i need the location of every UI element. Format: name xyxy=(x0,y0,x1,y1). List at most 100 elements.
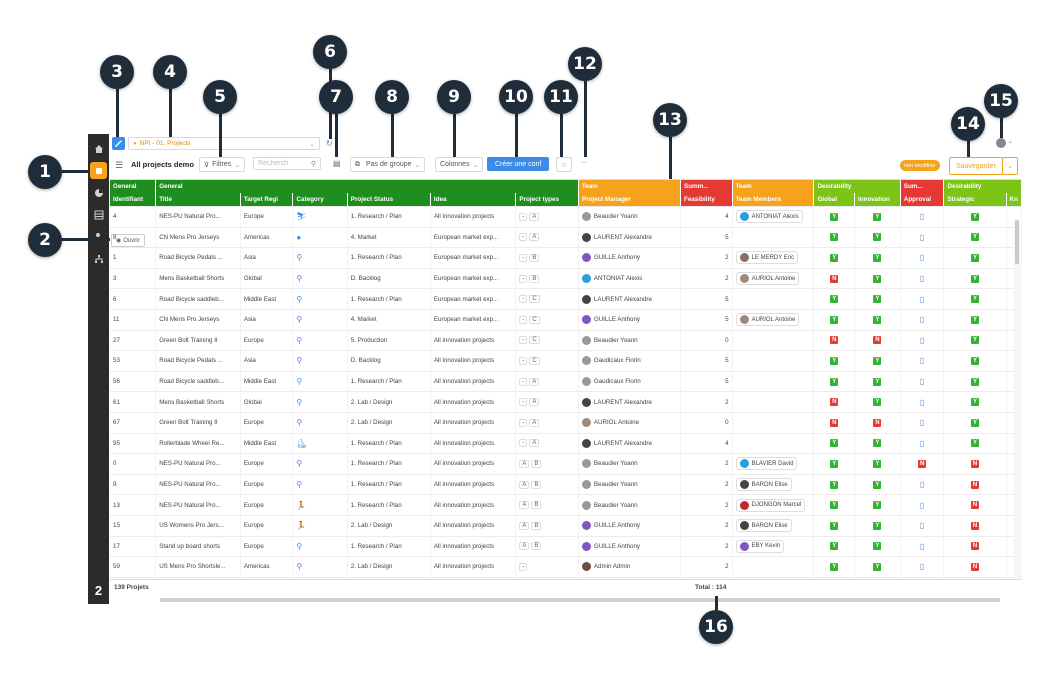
cell-target-region[interactable]: Europe xyxy=(240,330,294,352)
cell-idea[interactable]: All innovation projects xyxy=(430,350,517,372)
cell-feasibility[interactable]: 5 xyxy=(680,371,733,393)
column-header[interactable]: Project types xyxy=(515,193,579,207)
cell-project-status[interactable]: 1. Research / Plan xyxy=(347,247,431,269)
cell-identifiant[interactable]: 8 xyxy=(110,227,157,249)
star-icon[interactable]: ☆ xyxy=(556,157,572,172)
cell-strategic[interactable]: N xyxy=(943,577,1007,580)
cell-strategic[interactable]: Y xyxy=(943,288,1007,310)
cell-target-region[interactable]: Europe xyxy=(240,536,294,558)
cell-category[interactable]: ⚲ xyxy=(292,350,348,372)
cell-project-status[interactable]: 1. Research / Plan xyxy=(347,433,431,455)
cell-approval[interactable]: ▯ xyxy=(900,268,945,290)
cell-feasibility[interactable]: 4 xyxy=(680,206,733,228)
cell-project-manager[interactable]: AURIOL Antoine xyxy=(578,412,682,434)
cell-identifiant[interactable]: 27 xyxy=(110,330,157,352)
cell-approval[interactable]: ▯ xyxy=(900,247,945,269)
cell-strategic[interactable]: Y xyxy=(943,371,1007,393)
cell-team-members[interactable] xyxy=(732,350,815,372)
cell-team-members[interactable] xyxy=(732,330,815,352)
cell-category[interactable]: ⚲ xyxy=(292,536,348,558)
cell-feasibility[interactable]: 2 xyxy=(680,268,733,290)
cell-global[interactable]: Y xyxy=(813,247,855,269)
cell-innovation[interactable]: Y xyxy=(854,556,901,578)
cell-project-types[interactable]: -C xyxy=(515,350,579,372)
cell-feasibility[interactable]: 5 xyxy=(680,309,733,331)
cell-project-status[interactable]: D. Backlog xyxy=(347,350,431,372)
cell-idea[interactable]: All innovation projects xyxy=(430,371,517,393)
cell-category[interactable]: ⚲ xyxy=(292,309,348,331)
cell-category[interactable]: ⚲ xyxy=(292,556,348,578)
cell-approval[interactable]: ▯ xyxy=(900,474,945,496)
team-member-chip[interactable]: BLAVIER David xyxy=(735,457,798,471)
cell-strategic[interactable]: N xyxy=(943,536,1007,558)
team-member-chip[interactable]: AURIOL Antoine xyxy=(735,313,800,327)
user-avatar[interactable] xyxy=(996,138,1006,148)
cell-project-manager[interactable]: Admin Admin xyxy=(578,556,682,578)
cell-idea[interactable]: All innovation projects xyxy=(430,433,517,455)
cell-identifiant[interactable]: 61 xyxy=(110,391,157,413)
cell-project-manager[interactable]: LAURENT Alexandre xyxy=(578,391,682,413)
cell-feasibility[interactable]: 2 xyxy=(680,515,733,537)
cell-innovation[interactable]: Y xyxy=(854,577,901,580)
cell-team-members[interactable]: AURIOL Antoine xyxy=(732,268,815,290)
cell-category[interactable]: ⚲ xyxy=(292,330,348,352)
cell-team-members[interactable] xyxy=(732,412,815,434)
cell-global[interactable]: Y xyxy=(813,556,855,578)
team-member-chip[interactable]: ANTONIAT Alexis xyxy=(735,210,803,224)
cell-idea[interactable]: All innovation projects xyxy=(430,536,517,558)
cell-identifiant[interactable]: 95 xyxy=(110,433,157,455)
cell-innovation[interactable]: Y xyxy=(854,515,901,537)
vertical-scrollbar[interactable] xyxy=(1014,220,1020,580)
cell-project-manager[interactable]: LAURENT Alexandre xyxy=(578,227,682,249)
cell-strategic[interactable]: N xyxy=(943,494,1007,516)
cell-category[interactable]: ⚲ xyxy=(292,268,348,290)
cell-identifiant[interactable]: 63 xyxy=(110,577,157,580)
cell-project-manager[interactable]: Beaudier Yoann xyxy=(578,474,682,496)
cell-innovation[interactable]: Y xyxy=(854,391,901,413)
column-header[interactable]: Title xyxy=(155,193,241,207)
cell-innovation[interactable]: N xyxy=(854,330,901,352)
cell-feasibility[interactable]: 2 xyxy=(680,474,733,496)
cell-project-manager[interactable]: LAURENT Alexandre xyxy=(578,288,682,310)
cell-innovation[interactable]: Y xyxy=(854,268,901,290)
cell-category[interactable]: 🏃 xyxy=(292,515,348,537)
chart-pie-icon[interactable] xyxy=(90,184,107,201)
cell-identifiant[interactable]: 11 xyxy=(110,309,157,331)
cell-approval[interactable]: ▯ xyxy=(900,206,945,228)
cell-category[interactable]: ⚲ xyxy=(292,412,348,434)
cell-approval[interactable]: ▯ xyxy=(900,288,945,310)
cell-idea[interactable]: European market exp... xyxy=(430,309,517,331)
cell-project-status[interactable]: 1. Research / Plan xyxy=(347,494,431,516)
column-header[interactable]: Project Manager xyxy=(578,193,682,207)
columns-button[interactable]: Colonnes ⌄ xyxy=(435,157,484,172)
cell-identifiant[interactable]: 53 xyxy=(110,350,157,372)
cell-feasibility[interactable]: 5 xyxy=(680,288,733,310)
cell-project-types[interactable]: -A xyxy=(515,371,579,393)
cell-project-status[interactable]: 5. Production xyxy=(347,330,431,352)
cell-category[interactable]: ⚲ xyxy=(292,453,348,475)
cell-feasibility[interactable]: 2 xyxy=(680,494,733,516)
cell-target-region[interactable]: Europe xyxy=(240,494,294,516)
cell-project-manager[interactable]: GUILLE Anthony xyxy=(578,309,682,331)
cell-global[interactable]: Y xyxy=(813,494,855,516)
cell-strategic[interactable]: Y xyxy=(943,391,1007,413)
cell-strategic[interactable]: Y xyxy=(943,330,1007,352)
table-icon[interactable] xyxy=(90,206,107,223)
cell-project-status[interactable]: 1. Research / Plan xyxy=(347,474,431,496)
vertical-scroll-thumb[interactable] xyxy=(1015,220,1019,264)
cell-global[interactable]: Y xyxy=(813,371,855,393)
cell-project-manager[interactable]: ANTONIAT Alexis xyxy=(578,268,682,290)
column-header[interactable]: Strategic xyxy=(943,193,1007,207)
cell-idea[interactable]: All innovation projects xyxy=(430,391,517,413)
cell-team-members[interactable]: LE MERDY Eric xyxy=(732,247,815,269)
cell-project-types[interactable]: - xyxy=(515,577,579,580)
cell-team-members[interactable] xyxy=(732,391,815,413)
cell-identifiant[interactable]: 6 xyxy=(110,288,157,310)
cell-target-region[interactable]: Asia xyxy=(240,247,294,269)
cell-project-types[interactable]: -A xyxy=(515,412,579,434)
cell-global[interactable]: Y xyxy=(813,227,855,249)
